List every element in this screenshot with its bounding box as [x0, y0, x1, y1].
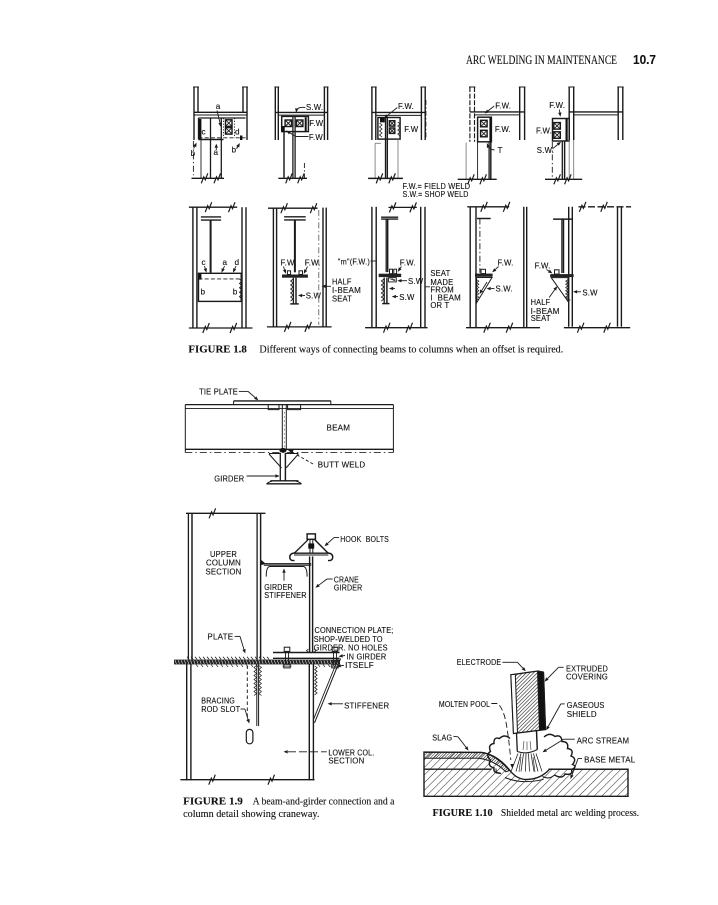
svg-text:HALF: HALF [332, 277, 352, 286]
svg-text:10.7: 10.7 [633, 53, 656, 67]
svg-text:c: c [202, 258, 206, 267]
svg-text:d: d [235, 128, 240, 137]
svg-text:F.W.: F.W. [549, 101, 565, 110]
svg-text:F.W.: F.W. [400, 258, 416, 267]
svg-text:c: c [202, 128, 206, 137]
svg-text:COLUMN: COLUMN [206, 559, 241, 568]
svg-text:ARC WELDING IN MAINTENANCE: ARC WELDING IN MAINTENANCE [466, 53, 617, 67]
svg-text:F.W.: F.W. [305, 258, 321, 267]
svg-text:d: d [235, 258, 240, 267]
svg-text:GASEOUS: GASEOUS [567, 701, 605, 710]
svg-text:F.W.: F.W. [398, 102, 414, 111]
svg-text:SHOP-WELDED TO: SHOP-WELDED TO [314, 635, 383, 644]
svg-text:S.W.: S.W. [496, 285, 513, 294]
svg-text:BUTT WELD: BUTT WELD [318, 460, 366, 469]
svg-text:F.W.: F.W. [495, 125, 511, 134]
svg-text:F.W.: F.W. [495, 101, 511, 110]
svg-text:SECTION: SECTION [328, 756, 364, 765]
svg-text:S.W.: S.W. [306, 103, 323, 112]
svg-text:BASE METAL: BASE METAL [584, 756, 636, 765]
svg-text:b: b [233, 288, 238, 297]
svg-text:GIRDER. NO HOLES: GIRDER. NO HOLES [314, 644, 388, 653]
svg-text:column detail showing craneway: column detail showing craneway. [183, 808, 320, 820]
svg-text:F.W.: F.W. [498, 258, 514, 267]
svg-text:OR T: OR T [430, 301, 449, 310]
svg-text:S.W: S.W [408, 277, 424, 286]
svg-text:SEAT: SEAT [430, 269, 450, 278]
svg-text:F.W.: F.W. [536, 127, 552, 136]
svg-text:GIRDER: GIRDER [334, 583, 363, 592]
svg-text:Shielded metal arc welding pro: Shielded metal arc welding process. [501, 807, 640, 819]
svg-text:FIGURE 1.9: FIGURE 1.9 [183, 796, 243, 808]
svg-text:F.W.: F.W. [281, 258, 297, 267]
svg-text:F.W.: F.W. [535, 262, 551, 271]
svg-text:F.W.: F.W. [309, 119, 325, 128]
svg-text:HALF: HALF [531, 298, 551, 307]
svg-text:ITSELF: ITSELF [345, 661, 374, 670]
svg-text:IN GIRDER: IN GIRDER [346, 652, 386, 661]
svg-text:STIFFENER: STIFFENER [264, 591, 307, 600]
svg-text:a: a [223, 258, 228, 267]
svg-text:S.W.= SHOP WELD: S.W.= SHOP WELD [403, 190, 469, 199]
svg-text:SEAT: SEAT [332, 295, 352, 304]
svg-text:S.W: S.W [582, 289, 598, 298]
svg-text:A beam-and-girder connection a: A beam-and-girder connection and a [253, 796, 395, 808]
svg-text:MOLTEN POOL: MOLTEN POOL [439, 700, 491, 709]
svg-text:b: b [201, 288, 206, 297]
svg-text:FIGURE 1.10: FIGURE 1.10 [433, 807, 494, 819]
svg-text:"m"(F.W.): "m"(F.W.) [338, 257, 370, 266]
svg-text:GIRDER: GIRDER [214, 474, 244, 483]
svg-text:b: b [191, 149, 196, 158]
svg-text:ELECTRODE: ELECTRODE [457, 658, 502, 667]
svg-text:F.W: F.W [309, 133, 323, 142]
svg-text:SLAG: SLAG [432, 733, 452, 742]
svg-text:F.W: F.W [404, 125, 418, 134]
svg-text:ROD SLOT: ROD SLOT [201, 705, 240, 714]
svg-text:SHIELD: SHIELD [567, 710, 597, 719]
svg-text:S.W.: S.W. [537, 146, 554, 155]
svg-text:BEAM: BEAM [327, 424, 351, 433]
svg-text:CONNECTION PLATE;: CONNECTION PLATE; [315, 626, 394, 635]
svg-text:SEAT: SEAT [531, 314, 551, 323]
svg-text:FIGURE 1.8: FIGURE 1.8 [188, 343, 247, 355]
svg-text:ARC STREAM: ARC STREAM [577, 737, 630, 746]
svg-text:TIE PLATE: TIE PLATE [199, 388, 238, 397]
svg-text:PLATE: PLATE [207, 633, 233, 642]
svg-text:STIFFENER: STIFFENER [344, 702, 389, 711]
svg-text:Different ways of connecting b: Different ways of connecting beams to co… [259, 343, 563, 355]
svg-text:S.W: S.W [399, 293, 415, 302]
svg-text:UPPER: UPPER [210, 550, 237, 559]
svg-text:COVERING: COVERING [566, 673, 608, 682]
svg-text:a: a [216, 102, 221, 111]
svg-text:T: T [498, 146, 503, 155]
svg-text:HOOK BOLTS: HOOK BOLTS [340, 535, 389, 544]
svg-text:SECTION: SECTION [206, 568, 242, 577]
